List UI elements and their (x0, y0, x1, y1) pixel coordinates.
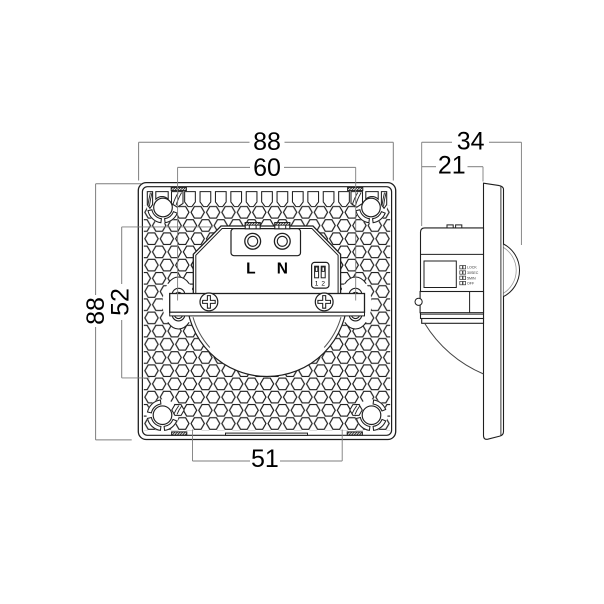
svg-text:60: 60 (253, 154, 281, 182)
svg-text:1: 1 (315, 281, 319, 288)
svg-text:21: 21 (438, 152, 466, 180)
svg-text:51: 51 (251, 445, 279, 473)
svg-text:5MIN: 5MIN (467, 276, 476, 280)
svg-text:2: 2 (321, 281, 325, 288)
svg-text:OFF: OFF (467, 282, 475, 286)
svg-text:30SEC: 30SEC (467, 271, 479, 275)
svg-text:L: L (246, 260, 255, 277)
svg-text:N: N (277, 260, 288, 277)
svg-text:34: 34 (457, 128, 485, 156)
svg-text:88: 88 (82, 297, 110, 325)
svg-text:52: 52 (106, 288, 134, 316)
svg-text:88: 88 (253, 128, 281, 156)
svg-text:LOCK: LOCK (467, 266, 477, 270)
